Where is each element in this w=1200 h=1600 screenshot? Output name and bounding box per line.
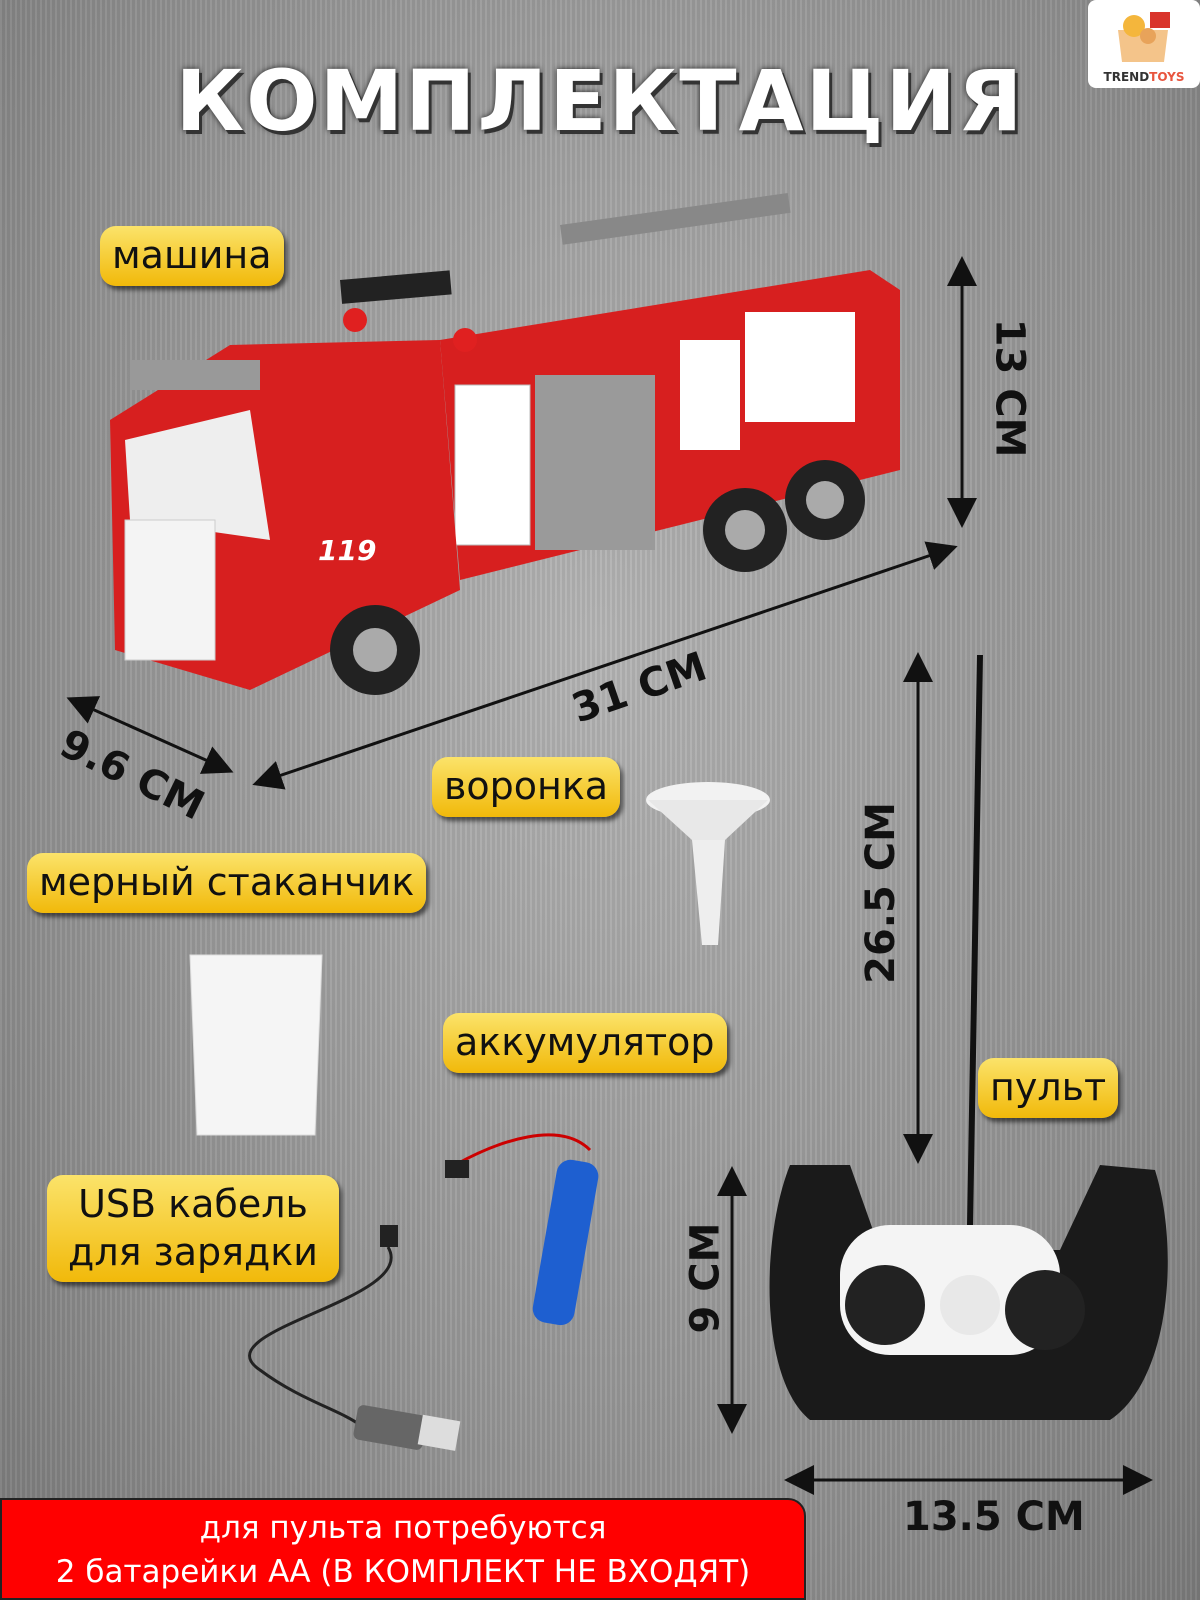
label-battery: аккумулятор (443, 1013, 727, 1073)
remote-control-image (769, 654, 1168, 1420)
notice-line-2: 2 батарейки АА (В КОМПЛЕКТ НЕ ВХОДЯТ) (55, 1554, 751, 1590)
battery-notice-banner: для пульта потребуются 2 батарейки АА (В… (0, 1498, 806, 1600)
toy-box-icon (1118, 12, 1170, 62)
usb-cable-image (248, 1225, 461, 1451)
notice-line-1: для пульта потребуются (199, 1510, 607, 1546)
dim-remote-height: 26.5 СМ (857, 802, 904, 984)
label-car: машина (100, 226, 284, 286)
label-remote: пульт (978, 1058, 1119, 1118)
battery-image (445, 1133, 599, 1326)
logo-text: TRENDTOYS (1103, 70, 1185, 84)
brand-logo: TRENDTOYS (1088, 0, 1200, 88)
page-title: КОМПЛЕКТАЦИЯ (175, 52, 1025, 150)
dimension-arrows (66, 256, 1153, 1495)
dim-car-height: 13 СМ (986, 318, 1033, 458)
funnel-image (646, 782, 770, 945)
dim-remote-width: 13.5 СМ (903, 1494, 1085, 1540)
truck-number: 119 (318, 534, 376, 567)
measuring-cup-image (189, 954, 323, 1136)
dim-remote-body: 9 СМ (682, 1222, 729, 1334)
label-measuring-cup: мерный стаканчик (27, 853, 427, 913)
label-funnel: воронка (432, 757, 621, 817)
